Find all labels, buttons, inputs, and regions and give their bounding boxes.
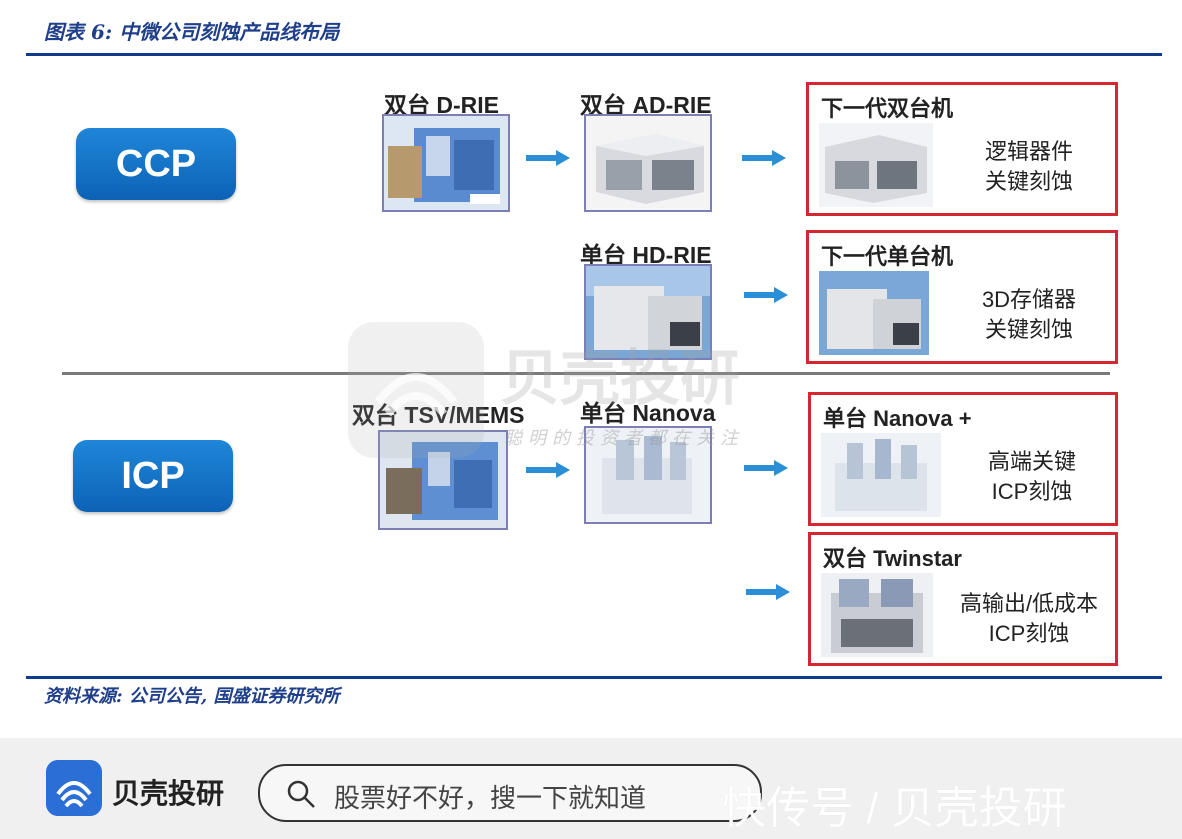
arrow-icon: [744, 287, 788, 303]
arrow-icon: [526, 150, 570, 166]
box-desc-line: 关键刻蚀: [984, 317, 1073, 342]
box-desc-line: 关键刻蚀: [984, 169, 1073, 194]
box-desc-line: 3D存储器: [981, 287, 1077, 312]
box-next-dual-machine: 下一代双台机 逻辑器件 关键刻蚀: [806, 82, 1118, 216]
beike-logo-icon[interactable]: [46, 760, 102, 816]
next-single-machine-image: [819, 271, 929, 355]
box-desc-line: ICP刻蚀: [991, 479, 1073, 504]
twinstar-machine-image: [821, 573, 933, 657]
top-rule: [26, 53, 1162, 56]
ad-rie-machine-image: [584, 114, 712, 212]
nanova-plus-machine-image: [821, 433, 941, 517]
footer-watermark: 快传号 / 贝壳投研: [722, 784, 1067, 833]
bottom-rule: [26, 676, 1162, 679]
box-desc-line: 高端关键: [987, 449, 1076, 474]
tsv-mems-machine-image: [378, 430, 508, 530]
ccp-category-label: CCP: [76, 128, 236, 200]
box-nanova-plus: 单台 Nanova + 高端关键 ICP刻蚀: [808, 392, 1118, 526]
source-note: 资料来源: 公司公告, 国盛证券研究所: [44, 686, 340, 707]
box-title: 下一代单台机: [821, 244, 954, 269]
section-divider: [62, 372, 1110, 375]
watermark-subtext: 聪明的投资者都在关注: [504, 428, 744, 449]
label-d-rie: 双台 D-RIE: [384, 92, 499, 118]
d-rie-machine-image: [382, 114, 510, 212]
arrow-icon: [742, 150, 786, 166]
arrow-icon: [526, 462, 570, 478]
label-hd-rie: 单台 HD-RIE: [580, 242, 712, 268]
next-dual-machine-image: [819, 123, 933, 207]
watermark-logo-icon: [348, 322, 484, 458]
search-placeholder: 股票好不好，搜一下就知道: [334, 783, 647, 813]
arrow-icon: [746, 584, 790, 600]
icp-category-label: ICP: [73, 440, 233, 512]
box-title: 单台 Nanova +: [823, 406, 972, 431]
box-desc-line: ICP刻蚀: [988, 621, 1070, 646]
search-input[interactable]: 股票好不好，搜一下就知道: [258, 764, 762, 822]
watermark-text: 贝壳投研: [500, 345, 740, 412]
label-ad-rie: 双台 AD-RIE: [580, 92, 712, 118]
nanova-machine-image: [584, 426, 712, 524]
arrow-icon: [744, 460, 788, 476]
box-next-single-machine: 下一代单台机 3D存储器 关键刻蚀: [806, 230, 1118, 364]
box-desc-line: 逻辑器件: [984, 139, 1073, 164]
label-nanova: 单台 Nanova: [580, 400, 716, 426]
box-title: 下一代双台机: [821, 96, 954, 121]
box-desc-line: 高输出/低成本: [959, 591, 1099, 616]
box-title: 双台 Twinstar: [823, 546, 962, 571]
box-twinstar: 双台 Twinstar 高输出/低成本 ICP刻蚀: [808, 532, 1118, 666]
figure-title: 图表 6: 中微公司刻蚀产品线布局: [44, 20, 340, 44]
brand-name[interactable]: 贝壳投研: [112, 778, 225, 809]
hd-rie-machine-image: [584, 264, 712, 360]
search-icon: [287, 780, 315, 808]
